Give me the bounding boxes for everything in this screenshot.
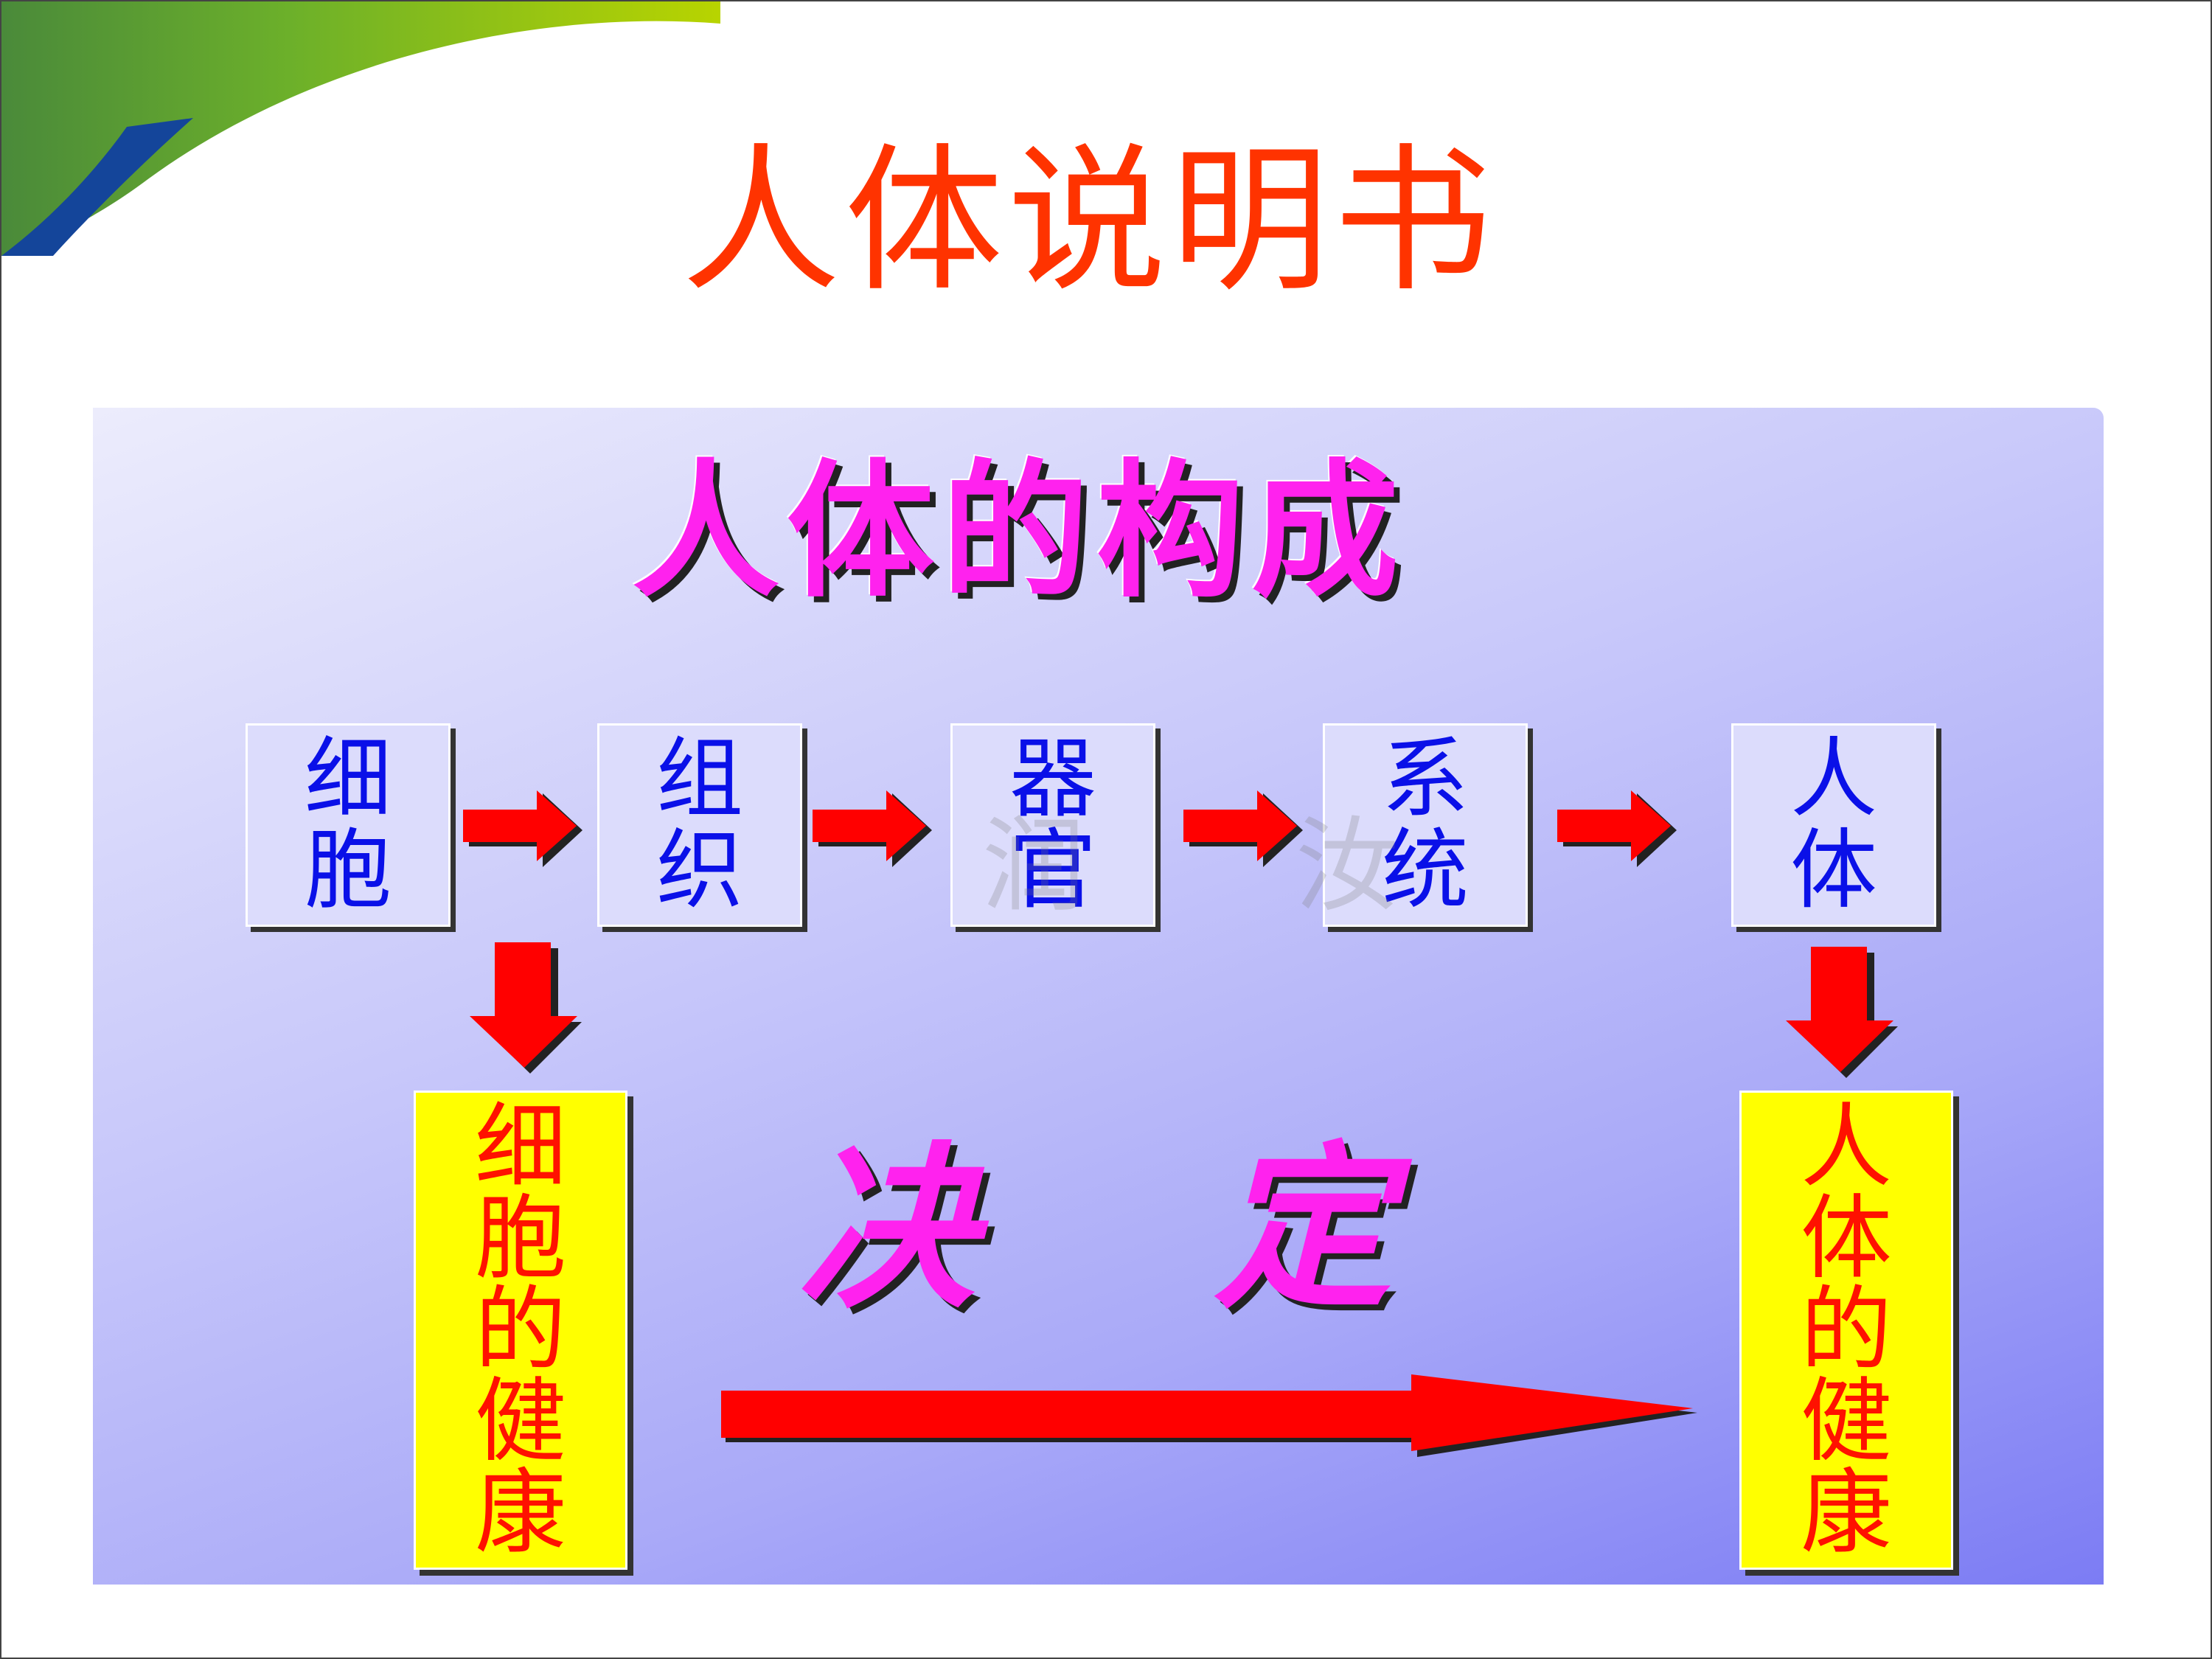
level-box-organ: 器官 (950, 723, 1155, 927)
level-char: 织 (655, 819, 743, 921)
right-arrow-icon (1557, 790, 1677, 867)
level-char: 胞 (304, 819, 392, 921)
result-char: 人 (1800, 1094, 1892, 1200)
down-arrow-icon (1786, 947, 1898, 1078)
level-box-system: 系统 (1323, 723, 1528, 927)
result-char: 体 (1800, 1186, 1892, 1292)
level-box-human-body: 人体 (1731, 723, 1936, 927)
level-char: 器 (1009, 728, 1096, 830)
result-char: 的 (474, 1277, 566, 1383)
result-char: 康 (474, 1460, 566, 1566)
result-char: 健 (474, 1368, 566, 1475)
result-char: 健 (1800, 1368, 1892, 1475)
level-char: 体 (1790, 819, 1877, 921)
page-title: 人体说明书 (681, 128, 1497, 313)
long-right-arrow-icon (721, 1374, 1697, 1457)
result-char: 细 (474, 1094, 566, 1200)
corner-swoosh-decoration (1, 1, 720, 256)
result-char: 的 (1800, 1277, 1892, 1383)
right-arrow-icon (1183, 790, 1303, 867)
level-char: 统 (1381, 819, 1469, 921)
body-health-box: 人体的健康 (1739, 1091, 1953, 1570)
level-box-cell: 细胞 (246, 723, 451, 927)
watermark: 润 汝 (982, 807, 1487, 927)
level-char: 系 (1381, 728, 1469, 830)
cell-health-box: 细胞的健康 (414, 1091, 627, 1570)
down-arrow-icon (470, 942, 582, 1074)
right-arrow-icon (813, 790, 932, 867)
diagram-heading: 人体的构成 (631, 446, 1406, 618)
result-char: 康 (1800, 1460, 1892, 1566)
level-char: 组 (655, 728, 743, 830)
level-box-tissue: 组织 (597, 723, 802, 927)
result-char: 胞 (474, 1186, 566, 1292)
relation-label: 决 定 (799, 1126, 1480, 1332)
level-char: 人 (1790, 728, 1877, 830)
right-arrow-icon (463, 790, 582, 867)
level-char: 细 (304, 728, 392, 830)
level-char: 官 (1009, 819, 1096, 921)
